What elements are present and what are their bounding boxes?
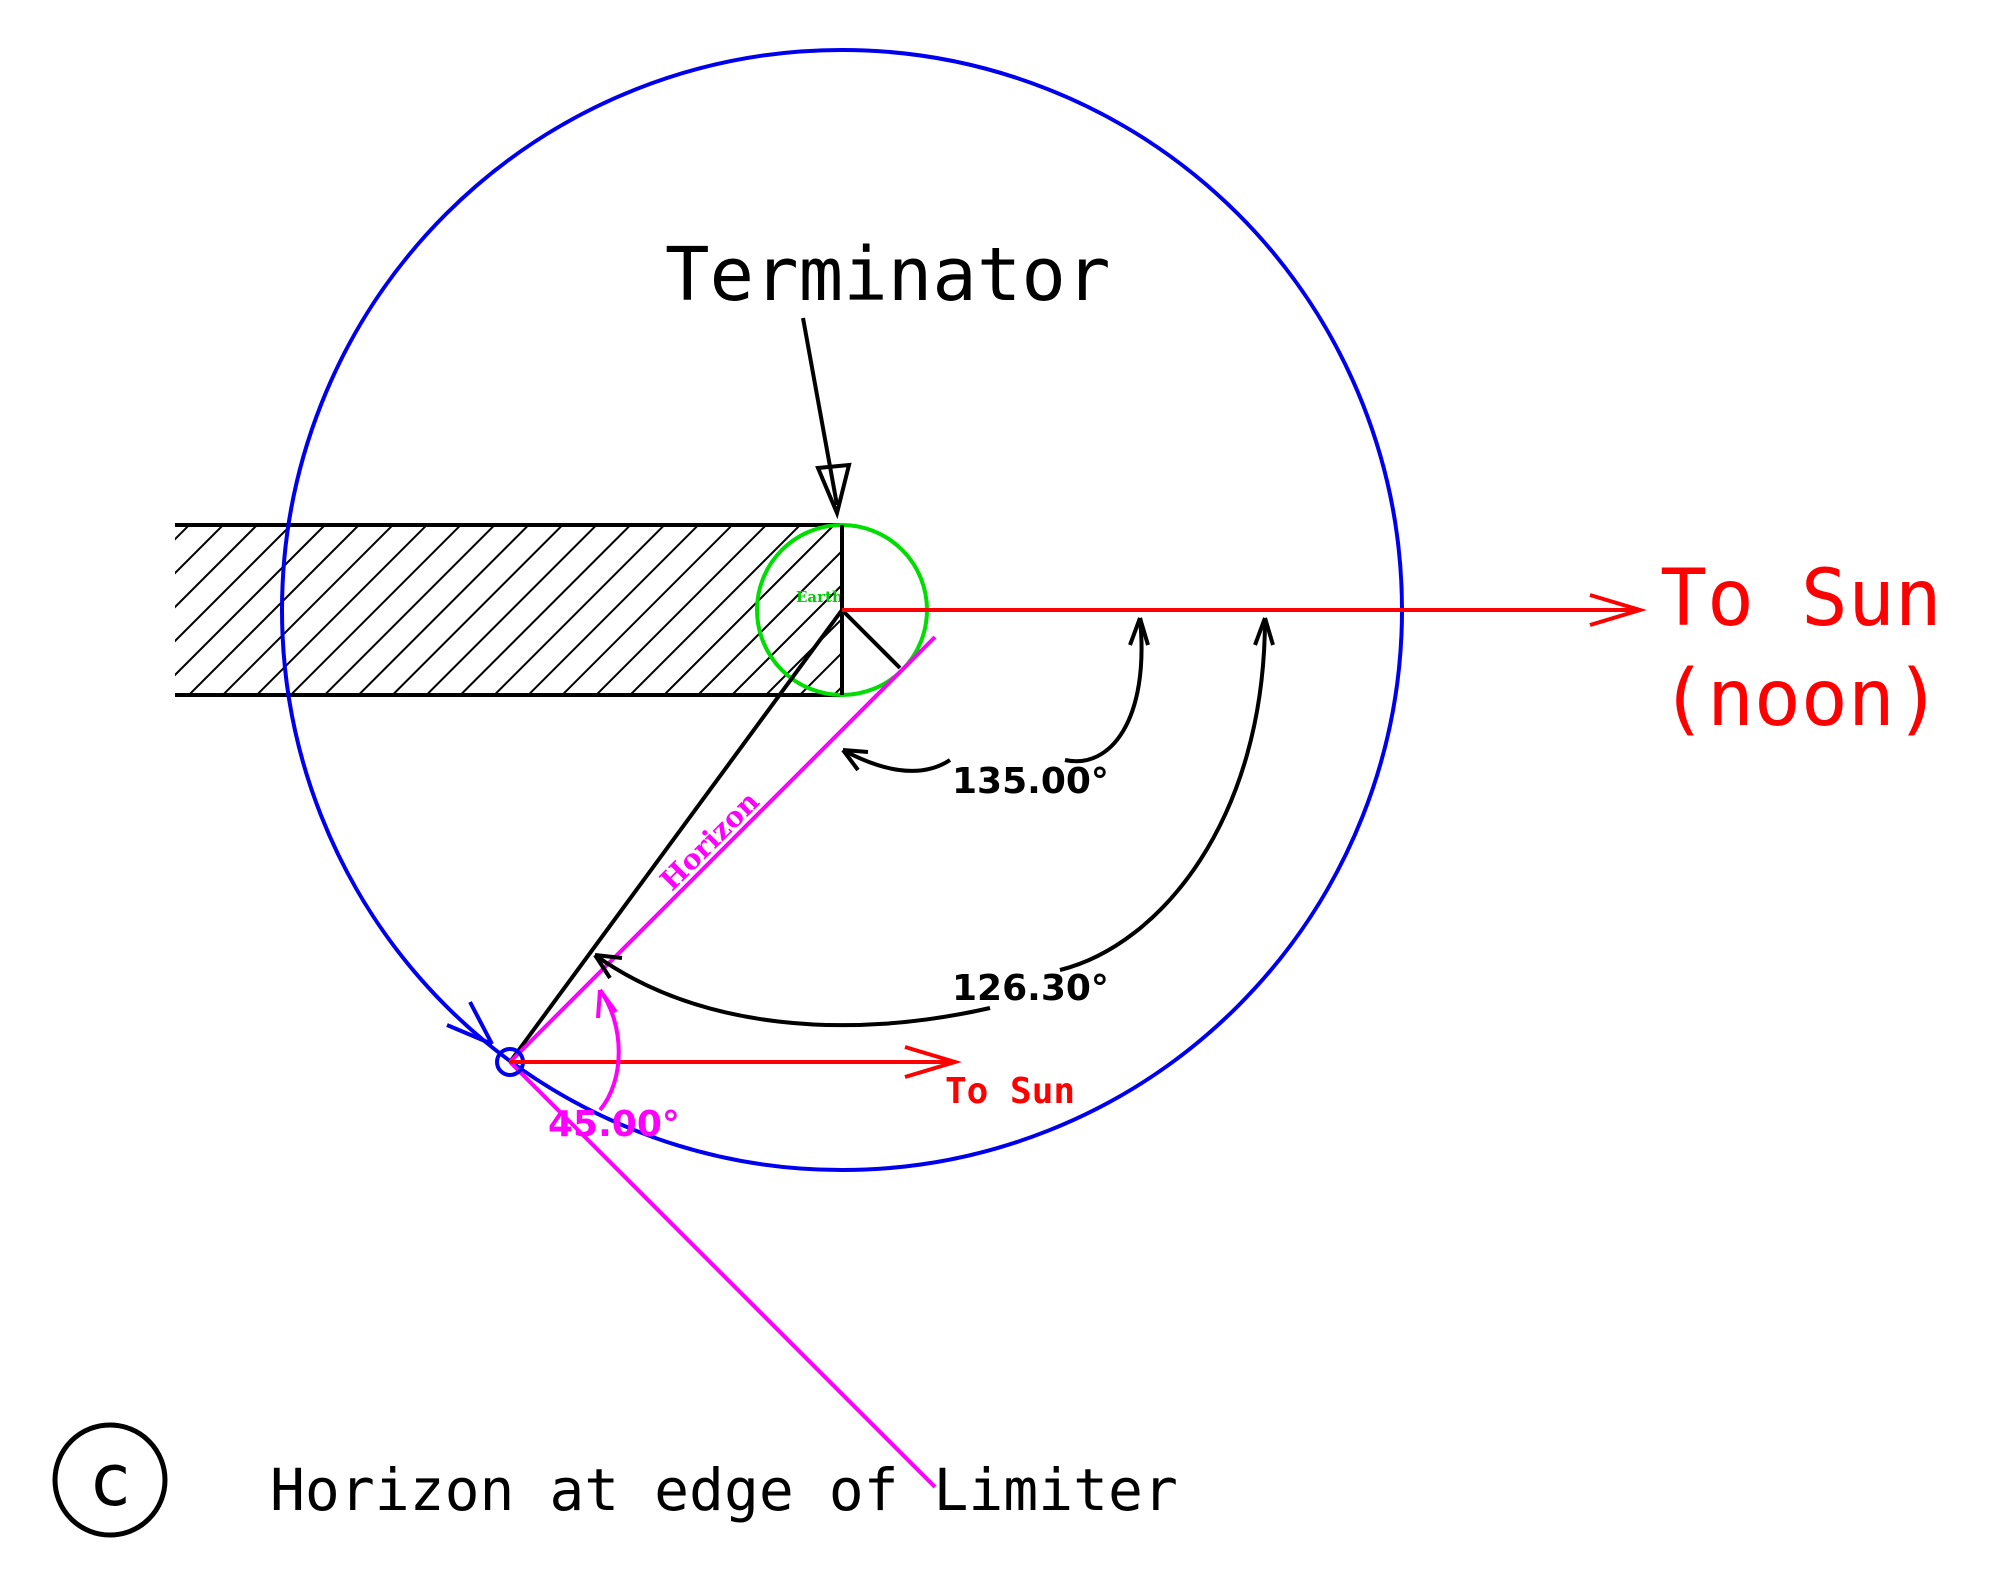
caption: Horizon at edge of Limiter [270,1456,1178,1524]
horizon-line-extension [508,1060,937,1489]
to-sun-label: To Sun [945,1071,1075,1112]
terminator-label: Terminator [665,232,1111,318]
earth-observer-radius [508,608,844,1064]
to-sun-noon-arrow [842,593,1647,627]
to-sun-noon-label-line2: (noon) [1660,654,1942,744]
horizon-line [508,635,937,1064]
to-sun-noon-label-line1: To Sun [1660,554,1942,644]
to-sun-arrow [510,1045,962,1079]
angle-arc-126 [593,617,1275,1028]
orbit-direction-arrow [446,1001,494,1046]
angle-label-45: 45.00° [548,1104,680,1145]
earth-shadow [175,523,840,697]
earth-label: Earth [796,588,843,606]
angle-arc-135 [841,617,1150,773]
terminator-arrow [801,317,852,520]
angle-label-126: 126.30° [952,968,1109,1009]
angle-label-135: 135.00° [952,761,1109,802]
panel-letter-circle [52,1422,168,1538]
panel-letter: c [88,1438,131,1522]
horizon-tangent-radius [840,608,902,670]
angle-arc-45 [596,988,621,1112]
